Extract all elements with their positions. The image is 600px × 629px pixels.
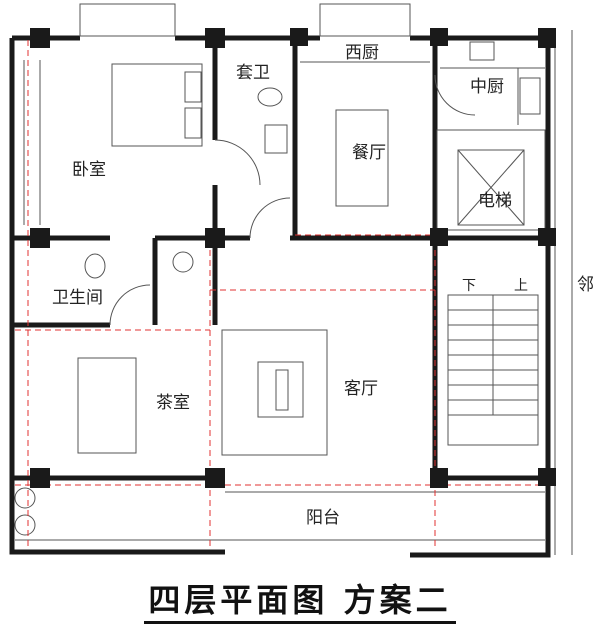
- room-label-bathroom: 卫生间: [52, 288, 103, 308]
- room-label-balcony: 阳台: [306, 508, 340, 528]
- thin-lines: [14, 3, 573, 555]
- pillars: [30, 28, 556, 488]
- room-label-living: 客厅: [344, 379, 378, 399]
- room-label-elevator: 电梯: [478, 191, 512, 211]
- room-label-bedroom: 卧室: [72, 160, 106, 180]
- plan-title: 四层平面图 方案二: [0, 575, 600, 624]
- stair-steps: [448, 309, 538, 416]
- room-label-western-kitchen: 西厨: [345, 43, 379, 63]
- room-label-dining: 餐厅: [352, 143, 386, 163]
- neighbor-label: 邻: [577, 275, 594, 295]
- plan-scheme-text: 方案二: [343, 581, 452, 619]
- plan-title-text: 四层平面图: [148, 581, 329, 619]
- stair-down-label: 下: [462, 278, 476, 294]
- room-label-ensuite-bath: 套卫: [236, 63, 270, 83]
- room-label-tea-room: 茶室: [156, 393, 190, 413]
- axis-lines: [15, 40, 545, 550]
- stair-up-label: 上: [514, 278, 528, 294]
- room-label-chinese-kitchen: 中厨: [470, 77, 504, 97]
